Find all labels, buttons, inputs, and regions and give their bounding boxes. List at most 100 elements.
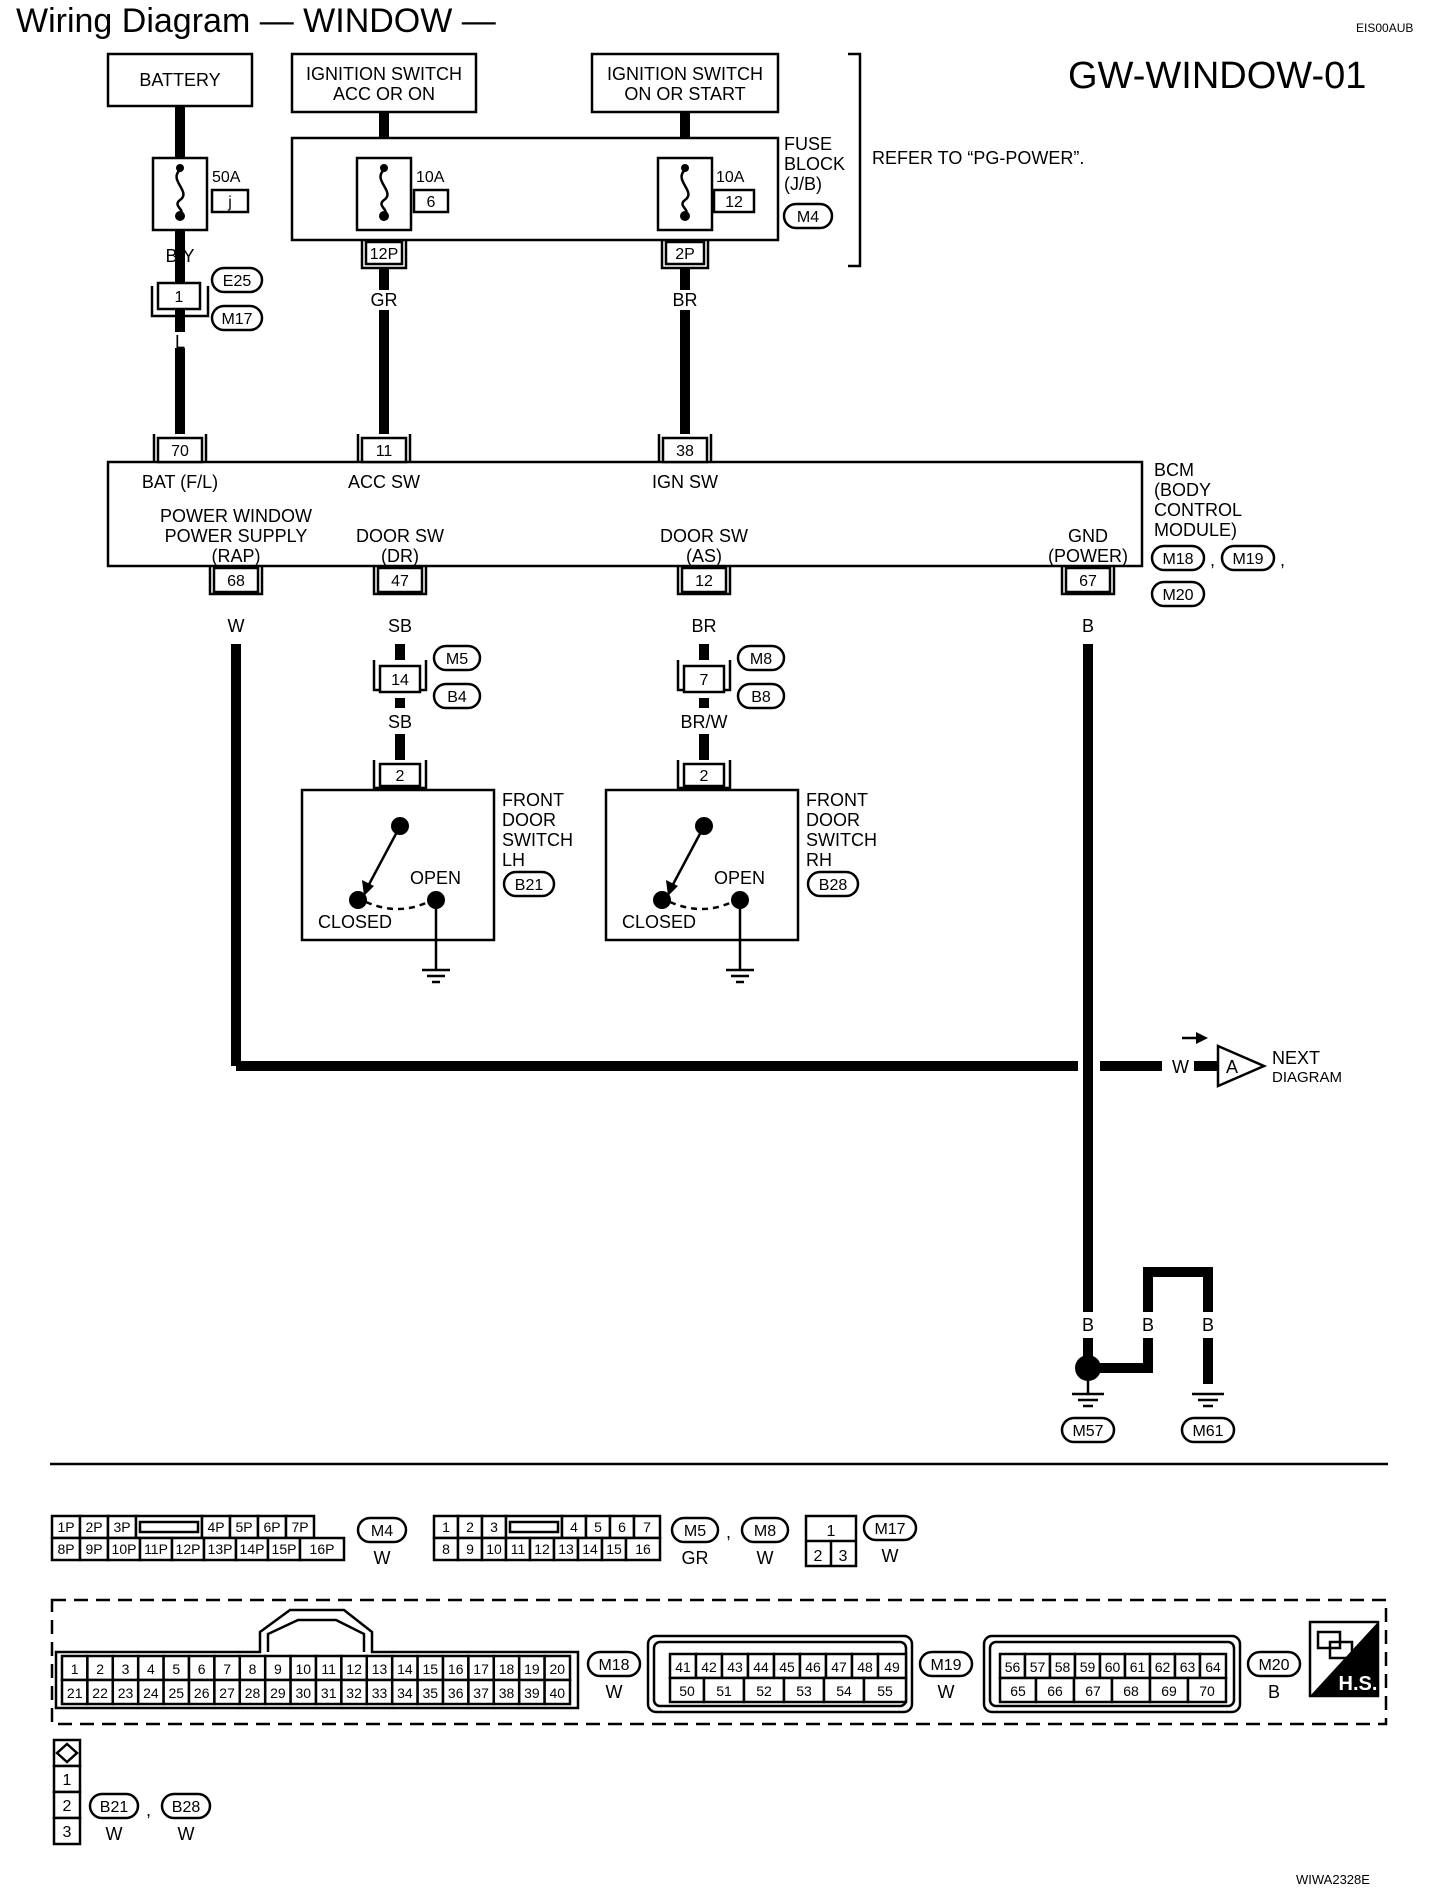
- conn-b21-oval: [88, 1792, 140, 1820]
- document-code: EIS00AUB: [1356, 21, 1413, 35]
- inline-lh-c1-oval: [432, 644, 482, 672]
- conn-b21-pin2-box: [52, 1790, 82, 1820]
- wire-color-l: L: [175, 332, 185, 352]
- wire-color-b: B: [1082, 616, 1094, 636]
- conn-b28-color: W: [178, 1824, 195, 1844]
- bcm-pin70: 70: [171, 443, 189, 460]
- hs-label: H.S.: [1339, 1673, 1378, 1695]
- fuse-6-id-box: [412, 188, 450, 214]
- conn-m19-pin-55-box: [862, 1676, 908, 1704]
- conn-m18-pin-3: 3: [122, 1661, 130, 1677]
- conn-m18-pin-20: 20: [550, 1661, 566, 1677]
- bcm-name-line3: CONTROL: [1154, 500, 1242, 520]
- conn-m5-name: M5: [684, 1523, 706, 1540]
- conn-m18-pin-33-box: [365, 1678, 394, 1706]
- conn-m5-oval: [670, 1516, 720, 1544]
- ign-acc-line2: ACC OR ON: [333, 84, 435, 104]
- inline-rh-pin: 7: [700, 672, 709, 689]
- conn-m20-color: B: [1268, 1682, 1280, 1702]
- conn-m5-pin-14: 14: [582, 1541, 598, 1557]
- ground-m61-oval: [1180, 1416, 1236, 1444]
- conn-m18-pin-29: 29: [270, 1685, 286, 1701]
- door-rh-closed-contact: [653, 891, 671, 909]
- bcm-acc-label: ACC SW: [348, 472, 420, 492]
- wire-color-b2: B: [1142, 1315, 1154, 1335]
- bcm-pin38: 38: [676, 443, 694, 460]
- door-lh-switch-box: [300, 788, 496, 942]
- conn-m18-pin-37: 37: [473, 1685, 489, 1701]
- fuse-12-id-box: [712, 188, 756, 214]
- conn-m18-pin-36: 36: [448, 1685, 464, 1701]
- conn-m19-pin-49-box: [876, 1652, 908, 1680]
- conn-m4-pin-14P: 14P: [240, 1541, 265, 1557]
- wire-color-b3: B: [1202, 1315, 1214, 1335]
- conn-m20-pin-64: 64: [1205, 1659, 1221, 1675]
- bcm-ign-label: IGN SW: [652, 472, 718, 492]
- hs-connector-icon-2: [1328, 1640, 1354, 1660]
- pin-tab-2p: [660, 240, 710, 270]
- fuse-12-top-pin: [681, 164, 689, 172]
- conn-m20-pin-62: 62: [1155, 1659, 1171, 1675]
- ground-b2-label-bg: [1138, 1312, 1158, 1338]
- joint-conn2: M17: [221, 311, 252, 328]
- conn-m5-pin-16: 16: [635, 1541, 651, 1557]
- ign-acc-line1: IGNITION SWITCH: [306, 64, 462, 84]
- conn-m19-pin-48: 48: [857, 1659, 873, 1675]
- wire-color-br: BR: [672, 290, 697, 310]
- conn-m18-pin-28: 28: [245, 1685, 261, 1701]
- door-rh-closed-label: CLOSED: [622, 912, 696, 932]
- conn-m18-pin-24: 24: [143, 1685, 159, 1701]
- fuse-50a-bottom-pin: [175, 211, 185, 221]
- fuse-6-element-icon: [379, 169, 389, 216]
- bcm-pin38-box: [661, 436, 709, 464]
- conn-m20-pin-58: 58: [1055, 1659, 1071, 1675]
- conn-m20-pin-61: 61: [1130, 1659, 1146, 1675]
- ground-splice-dot: [1075, 1355, 1101, 1381]
- conn-m18-pin-22: 22: [92, 1685, 108, 1701]
- conn-m5-pin-7: 7: [643, 1519, 651, 1535]
- wire-color-sb2: SB: [388, 712, 412, 732]
- bcm-pin11-box: [360, 436, 408, 464]
- conn-m17-color: W: [882, 1546, 899, 1566]
- door-lh-line2: DOOR: [502, 810, 556, 830]
- conn-m17-pin3: 3: [839, 1548, 848, 1565]
- fuse-6-amp: 10A: [416, 169, 445, 186]
- bcm-pin67: 67: [1079, 573, 1097, 590]
- conn-m5-pin-10: 10: [486, 1541, 502, 1557]
- inline-lh-c1: M5: [446, 651, 468, 668]
- conn-m20-name: M20: [1258, 1657, 1289, 1674]
- conn-m4-pin-8P: 8P: [57, 1541, 74, 1557]
- conn-m18-latch-icon: [266, 1618, 366, 1652]
- conn-m18-pin-7: 7: [223, 1661, 231, 1677]
- pin-12p-label: 12P: [370, 246, 398, 263]
- bcm-as-line1: DOOR SW: [660, 526, 748, 546]
- conn-m19-pin-54-box: [822, 1676, 866, 1704]
- door-rh-pin-tab: [676, 760, 732, 790]
- bcm-name-line2: (BODY: [1154, 480, 1211, 500]
- inline-lh-c2: B4: [447, 689, 467, 706]
- conn-m4-pin-16P: 16P: [310, 1541, 335, 1557]
- bcm-pin12: 12: [695, 573, 713, 590]
- fuse-block-conn-oval: [782, 202, 834, 230]
- conn-m4-color: W: [374, 1548, 391, 1568]
- bcm-conn1: M18: [1162, 551, 1193, 568]
- conn-m17-pin2: 2: [814, 1548, 823, 1565]
- fuse-block-conn: M4: [797, 209, 819, 226]
- conn-m4-pin-13P: 13P: [208, 1541, 233, 1557]
- conn-m19-pin-53: 53: [796, 1683, 812, 1699]
- conn-m18-pin-5: 5: [172, 1661, 180, 1677]
- door-rh-line2: DOOR: [806, 810, 860, 830]
- conn-b21-sep: ,: [146, 1800, 151, 1820]
- ign-on-line1: IGNITION SWITCH: [607, 64, 763, 84]
- bcm-bottom-pins: 68 47 12 67: [208, 566, 1116, 596]
- door-lh-closed-label: CLOSED: [318, 912, 392, 932]
- conn-m18-pin-8: 8: [249, 1661, 257, 1677]
- conn-m5-pin-6: 6: [618, 1519, 626, 1535]
- conn-m18-pin-30-box: [289, 1678, 318, 1706]
- conn-m18-pin-27: 27: [219, 1685, 235, 1701]
- door-rh-line1: FRONT: [806, 790, 868, 810]
- conn-m19-pin-52: 52: [756, 1683, 772, 1699]
- joint-pin: 1: [175, 289, 184, 306]
- conn-m8-oval: [740, 1516, 790, 1544]
